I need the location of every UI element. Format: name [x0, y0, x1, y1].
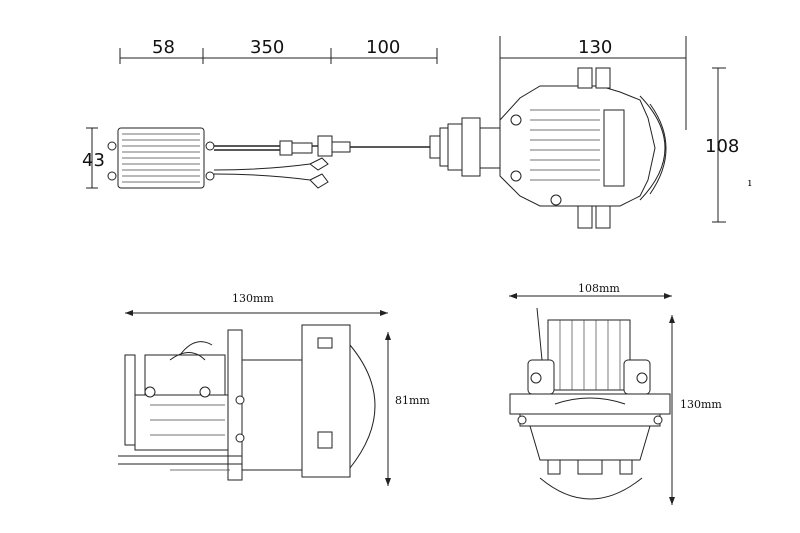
front-view-height-label: 130mm [680, 398, 722, 411]
side-view-height-dimension: 81mm [385, 332, 430, 486]
driver-height-dimension: 43 [82, 127, 105, 189]
side-view-width-label: 130mm [232, 292, 274, 305]
front-view-width-label: 108mm [578, 282, 620, 295]
lamp-height-dimension: 108 [705, 67, 739, 223]
lamp-side-view [118, 324, 376, 481]
front-view-height-dimension: 130mm [669, 315, 722, 505]
dim-lamp-height: 108 [705, 136, 739, 157]
side-view-height-label: 81mm [395, 394, 430, 407]
stray-mark: ı [748, 176, 752, 189]
side-view-width-dimension: 130mm [125, 292, 388, 316]
dim-driver-height: 43 [82, 150, 105, 171]
lamp-width-dimension: 130 [499, 36, 687, 130]
front-view-width-dimension: 108mm [509, 282, 672, 299]
cable-assembly [213, 117, 501, 189]
lamp-front-view [509, 307, 671, 500]
lamp-top-view [499, 67, 667, 229]
top-dimension-chain: 58 350 100 [119, 37, 438, 64]
dim-lead-length: 100 [366, 37, 400, 58]
dim-cable-length: 350 [250, 37, 284, 58]
dim-lamp-width: 130 [578, 37, 612, 58]
driver-box [107, 127, 215, 189]
dim-driver-length: 58 [152, 37, 175, 58]
